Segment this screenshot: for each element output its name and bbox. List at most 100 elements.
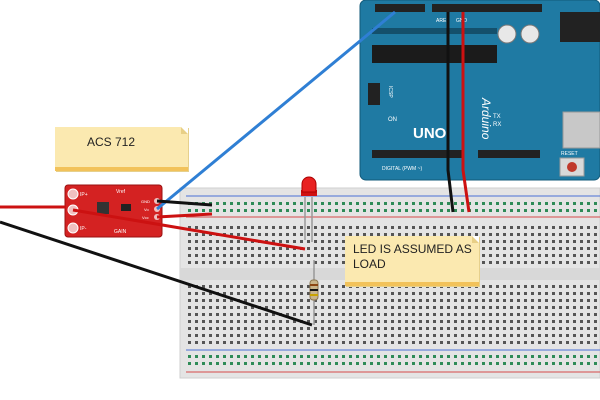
breadboard-hole [195, 299, 198, 302]
breadboard-hole [517, 299, 520, 302]
breadboard-hole [293, 327, 296, 330]
breadboard-hole [384, 299, 387, 302]
breadboard-hole [223, 355, 226, 358]
breadboard-hole [426, 341, 429, 344]
breadboard-hole [300, 292, 303, 295]
breadboard-hole [258, 233, 261, 236]
breadboard-hole [321, 254, 324, 257]
breadboard-hole [580, 240, 583, 243]
breadboard-hole [454, 226, 457, 229]
breadboard-hole [489, 254, 492, 257]
breadboard-hole [349, 306, 352, 309]
breadboard-hole [496, 292, 499, 295]
breadboard-hole [237, 334, 240, 337]
breadboard-hole [286, 247, 289, 250]
breadboard-hole [188, 306, 191, 309]
breadboard-hole [566, 285, 569, 288]
breadboard-hole [531, 285, 534, 288]
breadboard-hole [300, 313, 303, 316]
breadboard-hole [363, 306, 366, 309]
breadboard-hole [475, 320, 478, 323]
breadboard-hole [489, 334, 492, 337]
breadboard-hole [405, 320, 408, 323]
breadboard-hole [545, 299, 548, 302]
breadboard-hole [370, 306, 373, 309]
breadboard-hole [251, 254, 254, 257]
breadboard-hole [300, 334, 303, 337]
breadboard-hole [188, 313, 191, 316]
arduino-icsp-label: ICSP [387, 86, 393, 98]
breadboard-hole [391, 292, 394, 295]
breadboard-hole [489, 240, 492, 243]
breadboard-hole [538, 355, 541, 358]
breadboard-hole [545, 261, 548, 264]
breadboard-hole [566, 327, 569, 330]
breadboard-hole [412, 327, 415, 330]
breadboard-hole [433, 285, 436, 288]
breadboard-hole [363, 355, 366, 358]
breadboard-hole [314, 334, 317, 337]
breadboard-hole [188, 327, 191, 330]
wire-black-arduino-gnd [446, 12, 455, 213]
wire-black-input [0, 220, 313, 327]
sensor-label-text: ACS 712 [87, 135, 136, 149]
breadboard-hole [300, 299, 303, 302]
breadboard-hole [503, 202, 506, 205]
breadboard-hole [286, 233, 289, 236]
wire-blue-signal [156, 10, 396, 211]
breadboard-hole [314, 341, 317, 344]
wire-red-vcc-short [156, 212, 213, 219]
breadboard-hole [531, 327, 534, 330]
breadboard-hole [244, 355, 247, 358]
breadboard-hole [524, 306, 527, 309]
breadboard-hole [594, 261, 597, 264]
breadboard-hole [468, 202, 471, 205]
breadboard-hole [566, 254, 569, 257]
breadboard-hole [461, 341, 464, 344]
breadboard-hole [188, 355, 191, 358]
breadboard-hole [594, 355, 597, 358]
breadboard-hole [279, 226, 282, 229]
breadboard-hole [412, 285, 415, 288]
sensor-vo-pin-label: Vo [144, 207, 149, 212]
breadboard-hole [216, 306, 219, 309]
breadboard-hole [559, 341, 562, 344]
breadboard-hole [552, 247, 555, 250]
breadboard-hole [237, 202, 240, 205]
breadboard-hole [545, 247, 548, 250]
breadboard-hole [447, 292, 450, 295]
breadboard-hole [363, 299, 366, 302]
breadboard-hole [552, 306, 555, 309]
breadboard-hole [496, 240, 499, 243]
breadboard-hole [328, 226, 331, 229]
breadboard-hole [377, 233, 380, 236]
breadboard-hole [440, 320, 443, 323]
breadboard-hole [573, 209, 576, 212]
breadboard-hole [230, 355, 233, 358]
breadboard-hole [426, 334, 429, 337]
breadboard-hole [384, 362, 387, 365]
breadboard-hole [314, 313, 317, 316]
breadboard-hole [272, 254, 275, 257]
breadboard-hole [552, 209, 555, 212]
breadboard-hole [349, 209, 352, 212]
breadboard-hole [195, 306, 198, 309]
breadboard-hole [545, 313, 548, 316]
breadboard-hole [258, 355, 261, 358]
breadboard-hole [300, 254, 303, 257]
breadboard-hole [328, 299, 331, 302]
breadboard-hole [188, 362, 191, 365]
breadboard-hole [552, 202, 555, 205]
breadboard-hole [279, 299, 282, 302]
breadboard-hole [209, 247, 212, 250]
breadboard-hole [314, 299, 317, 302]
breadboard-hole [405, 202, 408, 205]
breadboard-hole [279, 355, 282, 358]
breadboard-hole [307, 261, 310, 264]
breadboard-hole [384, 292, 387, 295]
breadboard-hole [398, 202, 401, 205]
breadboard-hole [244, 226, 247, 229]
breadboard-hole [216, 261, 219, 264]
breadboard-hole [447, 355, 450, 358]
breadboard-hole [258, 209, 261, 212]
